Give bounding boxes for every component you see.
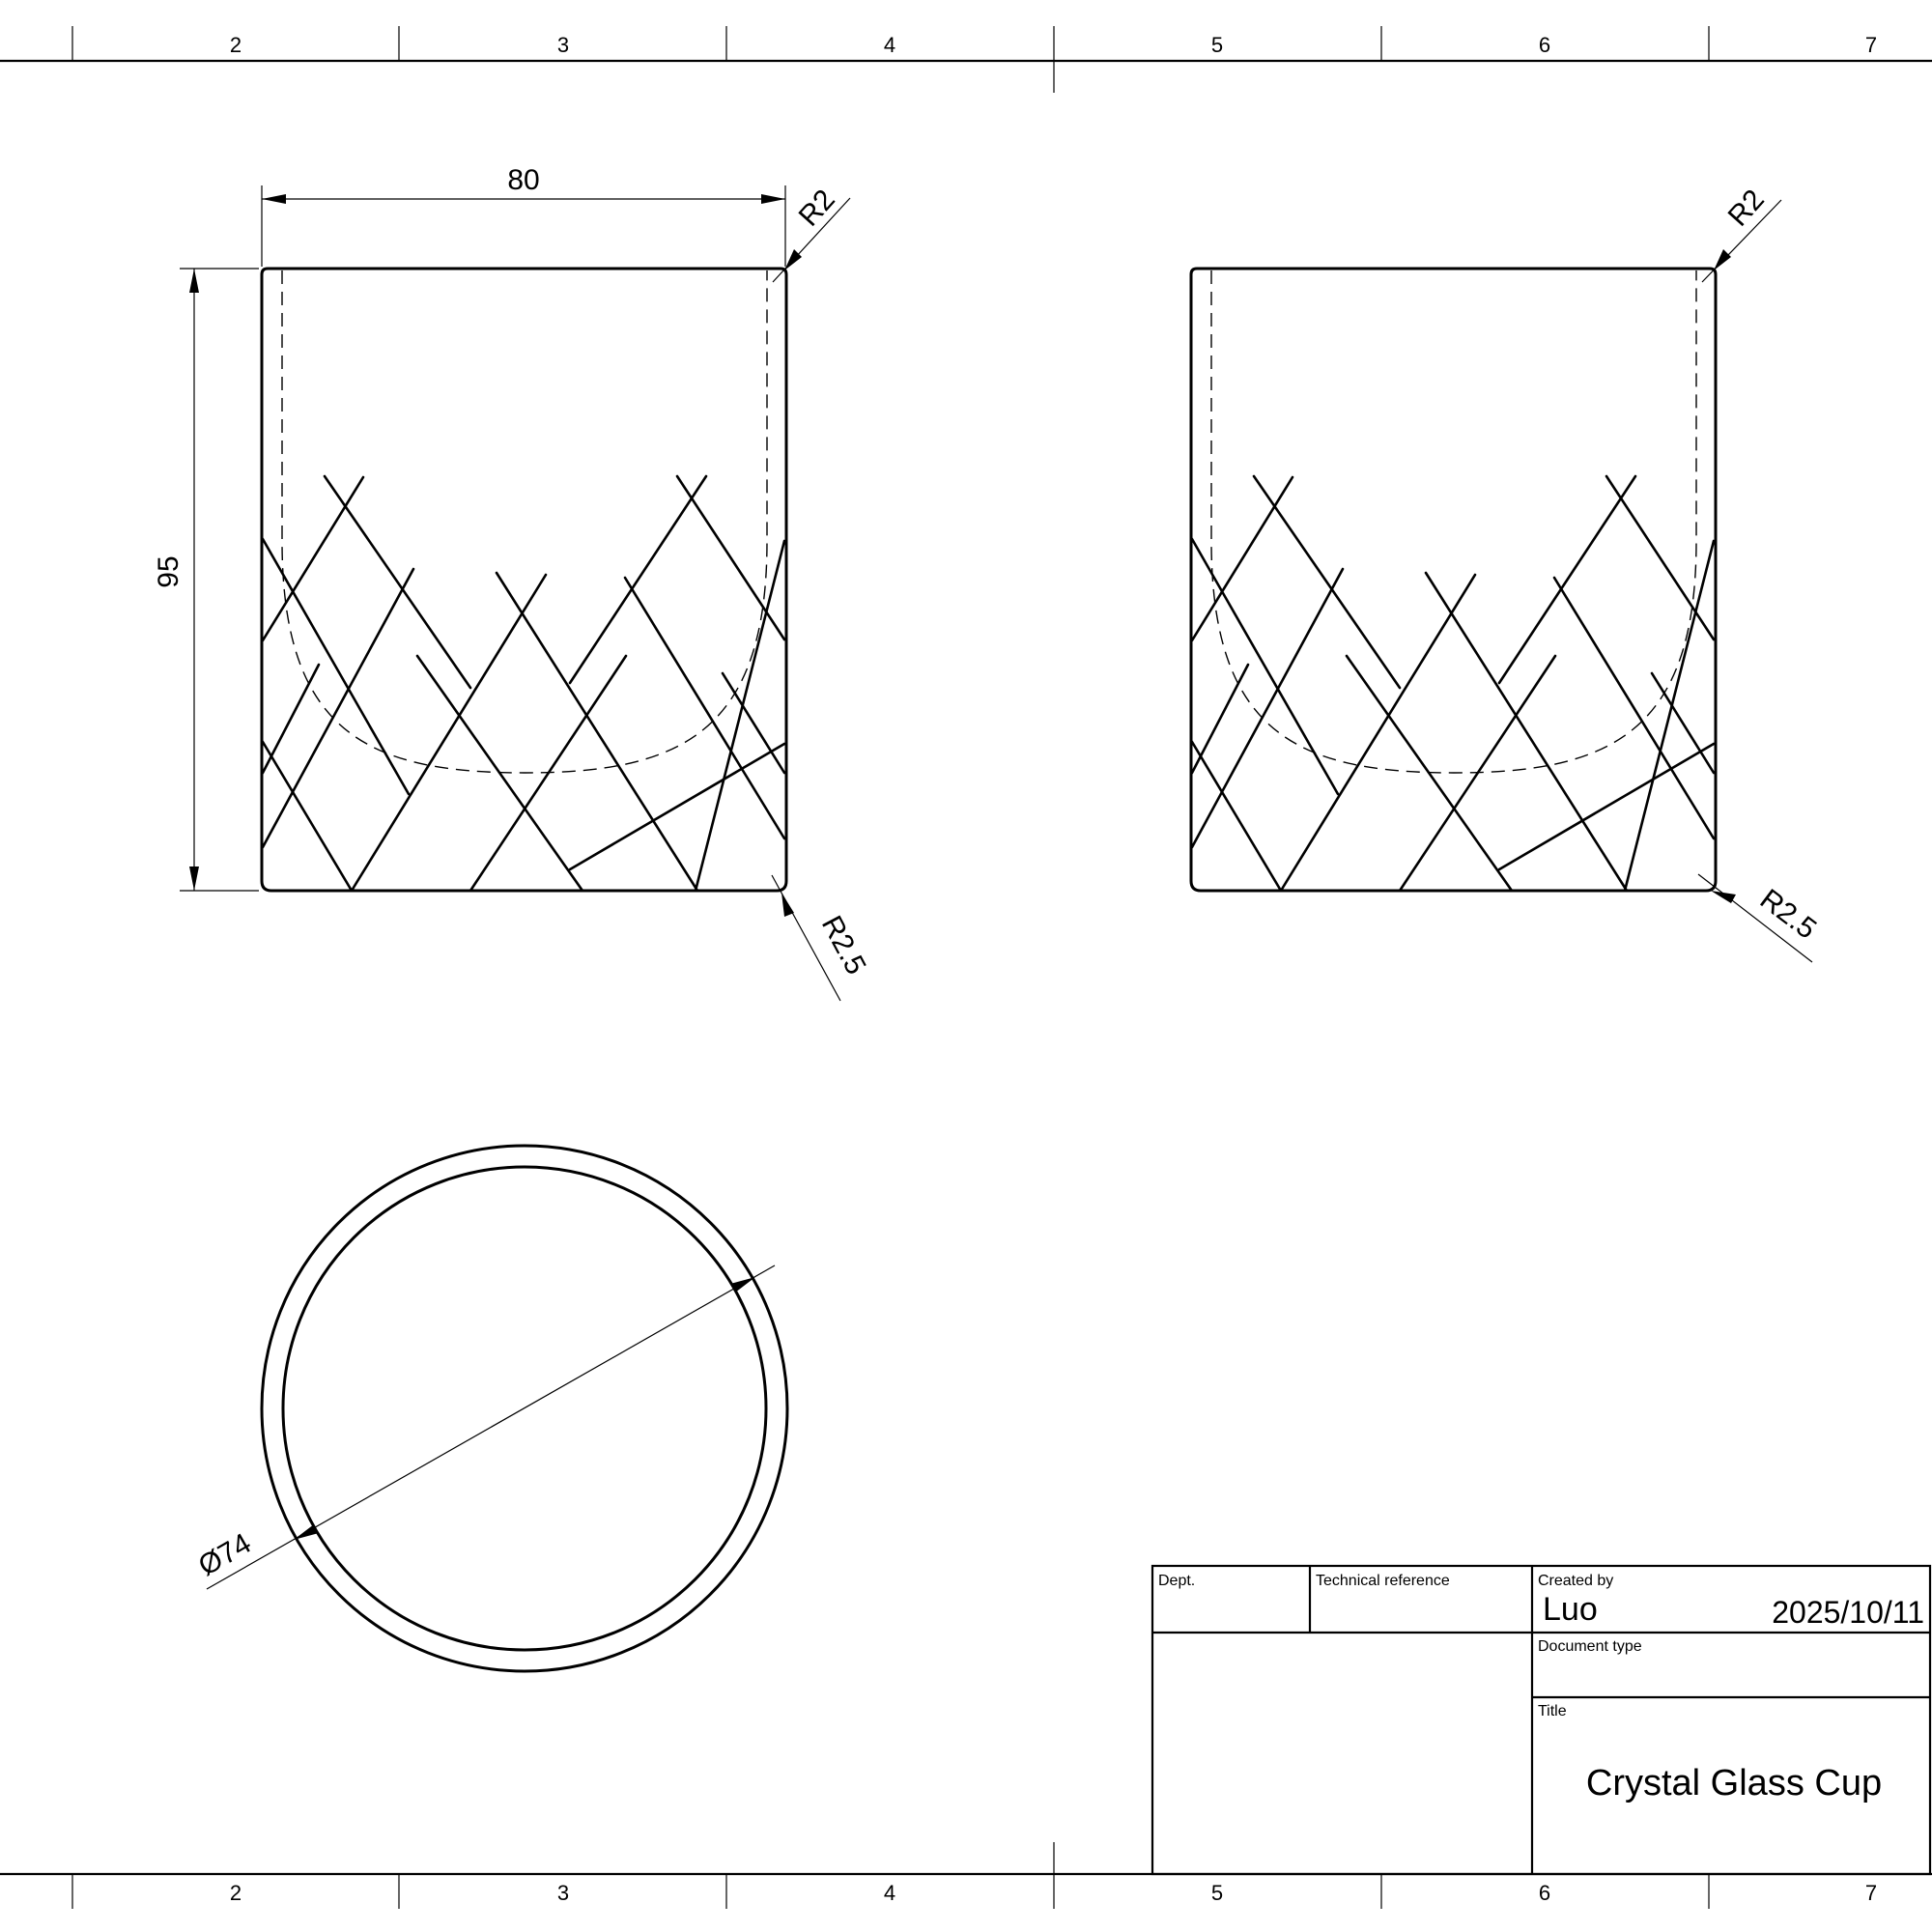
dimension-front-top-radius[interactable]: R2 [772, 184, 851, 283]
cut-line [1424, 571, 1629, 893]
cut-line [1605, 474, 1716, 641]
dimension-height[interactable]: 95 [153, 268, 259, 892]
zone-label-3-bottom: 3 [557, 1881, 569, 1905]
cut-line [1279, 573, 1477, 893]
cut-line [261, 740, 354, 893]
cut-line [721, 671, 786, 775]
document-type-label: Document type [1538, 1638, 1642, 1655]
cut-line [469, 654, 628, 893]
cut-line [1190, 537, 1340, 796]
arrow-up-icon [189, 269, 199, 293]
arrow-right-icon [761, 194, 785, 204]
cut-line [261, 537, 411, 796]
dimension-side-bottom-radius[interactable]: R2.5 [1697, 873, 1822, 963]
cut-line [568, 742, 786, 871]
cup-outline [1189, 267, 1718, 893]
zone-labels-top: 2 3 4 5 6 7 [230, 33, 1877, 57]
zone-label-6-bottom: 6 [1539, 1881, 1550, 1905]
title-block-frame [1151, 1564, 1932, 1876]
radius-text-r2: R2 [793, 184, 841, 233]
zone-label-7-bottom: 7 [1865, 1881, 1877, 1905]
cut-line [1623, 539, 1716, 893]
drawing-title: Crystal Glass Cup [1586, 1763, 1882, 1804]
dimension-width[interactable]: 80 [261, 164, 786, 267]
cut-line [1650, 671, 1716, 775]
arrow-icon [730, 1277, 755, 1293]
crystal-cut-pattern [1190, 474, 1716, 893]
arrow-icon [784, 249, 802, 270]
created-by-value: Luo [1543, 1591, 1598, 1628]
created-by-label: Created by [1538, 1573, 1613, 1589]
dimension-text-95: 95 [153, 555, 185, 587]
cut-line [261, 567, 415, 849]
cut-line [1398, 654, 1557, 893]
inner-hidden-profile [1210, 270, 1697, 774]
arrow-icon [1714, 249, 1731, 270]
dept-label: Dept. [1158, 1573, 1195, 1589]
dimension-front-bottom-radius[interactable]: R2.5 [771, 874, 872, 1002]
cut-line [675, 474, 786, 641]
side-view[interactable] [1189, 267, 1718, 893]
zone-label-5-top: 5 [1211, 33, 1223, 57]
cut-line [1497, 742, 1716, 871]
arrow-down-icon [189, 867, 199, 891]
zone-labels-bottom: 2 3 4 5 6 7 [230, 1881, 1877, 1905]
zone-ticks [71, 26, 1710, 1909]
cut-line [1345, 654, 1514, 893]
arrow-icon [781, 893, 794, 917]
created-date-value: 2025/10/11 [1772, 1595, 1924, 1630]
cut-line [261, 663, 321, 775]
cut-line [1497, 474, 1637, 685]
arrow-icon [1711, 891, 1736, 903]
zone-label-4-bottom: 4 [884, 1881, 895, 1905]
cut-line [1190, 663, 1250, 775]
leader-line [1697, 873, 1813, 963]
radius-text-r2-5: R2.5 [1754, 883, 1822, 945]
outer-rim-circle [260, 1144, 789, 1673]
radius-text-r2: R2 [1722, 184, 1771, 233]
cut-line [1190, 475, 1294, 642]
title-label: Title [1538, 1703, 1567, 1719]
cup-outline [260, 267, 788, 893]
title-block: Dept. Technical reference Created by Luo… [1151, 1564, 1932, 1876]
leader-line [206, 1264, 776, 1590]
cut-line [261, 475, 365, 642]
top-view[interactable] [260, 1144, 789, 1673]
dimension-text-80: 80 [507, 164, 539, 196]
zone-label-2-top: 2 [230, 33, 242, 57]
zone-label-6-top: 6 [1539, 33, 1550, 57]
zone-label-5-bottom: 5 [1211, 1881, 1223, 1905]
dimension-side-top-radius[interactable]: R2 [1701, 184, 1782, 283]
zone-label-3-top: 3 [557, 33, 569, 57]
arrow-icon [294, 1524, 319, 1540]
zone-label-2-bottom: 2 [230, 1881, 242, 1905]
sheet-frame: 2 3 4 5 6 7 2 3 4 5 6 7 [0, 26, 1932, 1909]
cut-line [415, 654, 584, 893]
crystal-cut-pattern [261, 474, 786, 893]
technical-reference-label: Technical reference [1316, 1573, 1450, 1589]
arrow-left-icon [262, 194, 286, 204]
zone-label-4-top: 4 [884, 33, 895, 57]
cut-line [694, 539, 786, 893]
cut-line [1190, 567, 1345, 849]
cut-line [568, 474, 708, 685]
cut-line [1190, 740, 1283, 893]
diameter-text-74: Ø74 [193, 1527, 257, 1582]
zone-label-7-top: 7 [1865, 33, 1877, 57]
inner-hidden-profile [281, 270, 768, 774]
inner-rim-circle [281, 1165, 768, 1652]
cut-line [623, 576, 786, 840]
cut-line [350, 573, 548, 893]
cut-line [323, 474, 472, 690]
cut-line [495, 571, 699, 893]
cut-line [1252, 474, 1402, 690]
cut-line [1552, 576, 1716, 840]
front-view[interactable] [260, 267, 788, 893]
